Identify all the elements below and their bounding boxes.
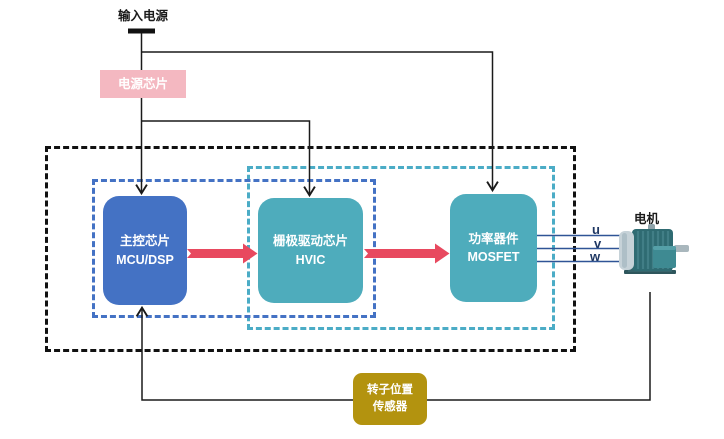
phase-label-u: u bbox=[592, 222, 600, 237]
power-chip-label: 电源芯片 bbox=[117, 76, 168, 91]
phase-label-v: v bbox=[594, 236, 602, 251]
hvic-sub: HVIC bbox=[295, 252, 326, 267]
phase-label-w: w bbox=[590, 249, 601, 264]
motor-label: 电机 bbox=[634, 212, 660, 226]
mcu-box: 主控芯片 MCU/DSP bbox=[103, 196, 187, 305]
motor-icon bbox=[619, 224, 689, 274]
sensor-name: 转子位置 bbox=[367, 384, 413, 397]
mosfet-sub: MOSFET bbox=[467, 250, 520, 264]
mosfet-name: 功率器件 bbox=[468, 231, 519, 246]
input-power-label: 输入电源 bbox=[117, 9, 168, 23]
mosfet-box: 功率器件 MOSFET bbox=[450, 194, 537, 302]
sensor-sub: 传感器 bbox=[372, 401, 408, 413]
rotor-position-sensor-box: 转子位置 传感器 bbox=[353, 373, 427, 425]
hvic-name: 栅极驱动芯片 bbox=[272, 234, 348, 249]
mcu-sub: MCU/DSP bbox=[116, 252, 174, 267]
hvic-box: 栅极驱动芯片 HVIC bbox=[258, 198, 363, 303]
power-chip-box: 电源芯片 bbox=[100, 70, 186, 98]
mcu-name: 主控芯片 bbox=[119, 234, 170, 249]
